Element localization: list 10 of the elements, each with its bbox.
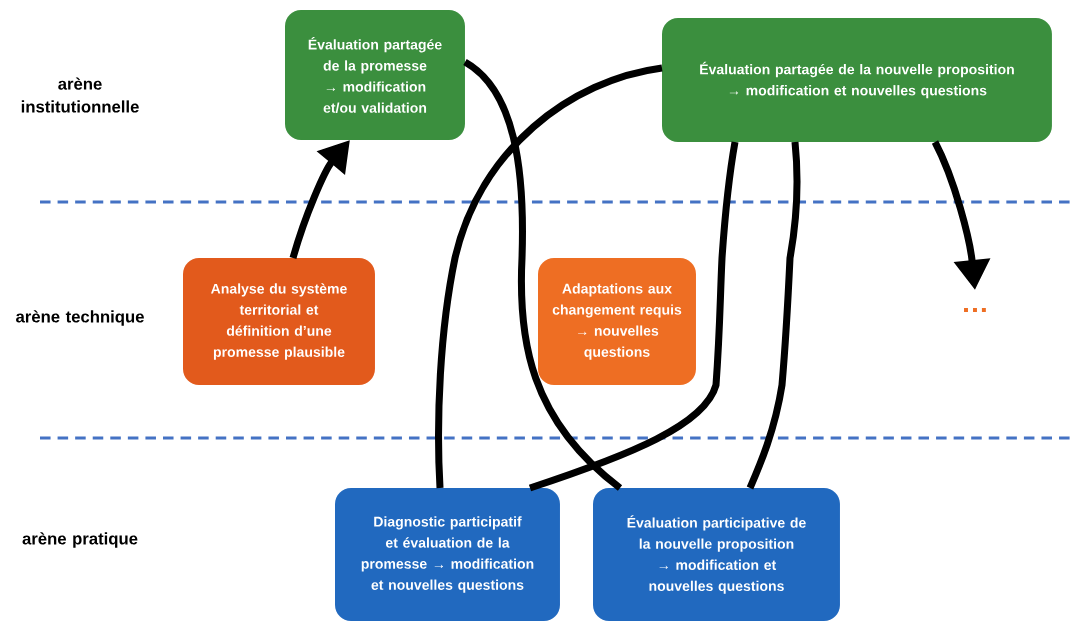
process-box: Adaptations aux changement requis → nouvelles questions <box>538 258 696 385</box>
arena-label: arène pratique <box>22 532 138 548</box>
process-box: Évaluation partagée de la nouvelle proposition → modification et nouvelles questions <box>662 18 1052 142</box>
ellipsis-text: … <box>964 307 986 313</box>
process-box: Évaluation participative de la nouvelle proposition → modification et nouvelles questions <box>593 488 840 621</box>
process-box: Évaluation partagée de la promesse → modification et/ou validation <box>285 10 465 140</box>
process-box: Analyse du système territorial et définition d’une promesse plausible <box>183 258 375 385</box>
process-box: Diagnostic participatif et évaluation de la promesse → modification et nouvelles questions <box>335 488 560 621</box>
arena-label: arène technique <box>16 310 144 326</box>
arena-label: arène institutionnelle <box>21 77 139 113</box>
